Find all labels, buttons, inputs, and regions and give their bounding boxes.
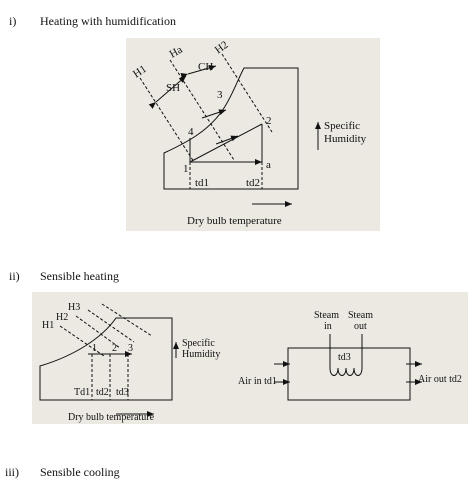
point-a: a [266,159,271,171]
label-sh: SH [166,82,180,94]
label-steam-out-2: out [354,321,367,332]
point-4: 4 [188,126,194,138]
label-specific-humidity-1: Specific [324,120,360,132]
label-steam-in-2: in [324,321,332,332]
section-number-3: iii) [5,465,19,479]
process-line-1-2 [189,123,263,163]
point-2: 2 [266,115,272,127]
label2-h1: H1 [42,320,54,331]
label-td2: td2 [246,177,260,189]
point-1: 1 [183,163,189,175]
point-3: 3 [217,89,223,101]
label-steam-out-1: Steam [348,310,373,321]
label-h2: H2 [213,39,231,57]
label-ha: Ha [168,44,185,61]
point2-1: 1 [92,343,97,354]
section-title-sensible-cooling: Sensible cooling [40,465,120,479]
enthalpy2-line-h1 [59,325,105,357]
enthalpy2-line-h3 [87,309,135,343]
section-number-1: i) [9,14,17,28]
enthalpy2-line-h3b [101,303,153,337]
label2-td3: td3 [116,387,129,398]
label-steam-in-1: Steam [314,310,339,321]
label-ch: CH [198,61,213,73]
label-duct-td3: td3 [338,352,351,363]
label-dry-bulb-temperature: Dry bulb temperature [187,215,282,227]
label2-td1: Td1 [74,387,90,398]
chart-outline [163,67,299,190]
enthalpy2-line-h2 [75,315,121,349]
section-title-sensible-heating: Sensible heating [40,269,119,283]
label2-dry-bulb-temperature: Dry bulb temperature [68,412,155,423]
section-title-heating-humidification: Heating with humidification [40,14,176,28]
figure-sensible-heating: H1 H2 H3 1 2 3 Td1 td2 td3 Specific Humi… [32,292,468,424]
figure-heating-humidification: H1 Ha H2 SH CH 3 4 2 1 a td1 td2 Specifi… [126,38,380,231]
label2-h2: H2 [56,312,68,323]
label-air-in: Air in td1 [238,376,277,387]
process-arrow-high [201,109,227,119]
label2-specific-humidity-2: Humidity [182,349,220,360]
label-h1: H1 [131,63,149,80]
label-td1: td1 [195,177,209,189]
label-air-out: Air out td2 [418,374,462,385]
chart2-outline [39,317,173,401]
sh-dimension [148,75,187,109]
duct [287,347,411,401]
psychrometric-chart-2: H1 H2 H3 1 2 3 Td1 td2 td3 Specific Humi… [39,302,462,423]
process-arrow-mid [215,135,239,145]
label-specific-humidity-2: Humidity [324,133,367,145]
label2-specific-humidity-1: Specific [182,338,215,349]
enthalpy-line-h2 [221,53,273,133]
psychrometric-chart-1: H1 Ha H2 SH CH 3 4 2 1 a td1 td2 Specifi… [131,39,367,227]
ch-dimension [180,65,217,79]
label2-h3: H3 [68,302,80,313]
point2-2: 2 [112,343,117,354]
section-number-2: ii) [9,269,20,283]
point2-3: 3 [128,343,133,354]
label2-td2: td2 [96,387,109,398]
heating-coil [329,367,363,376]
